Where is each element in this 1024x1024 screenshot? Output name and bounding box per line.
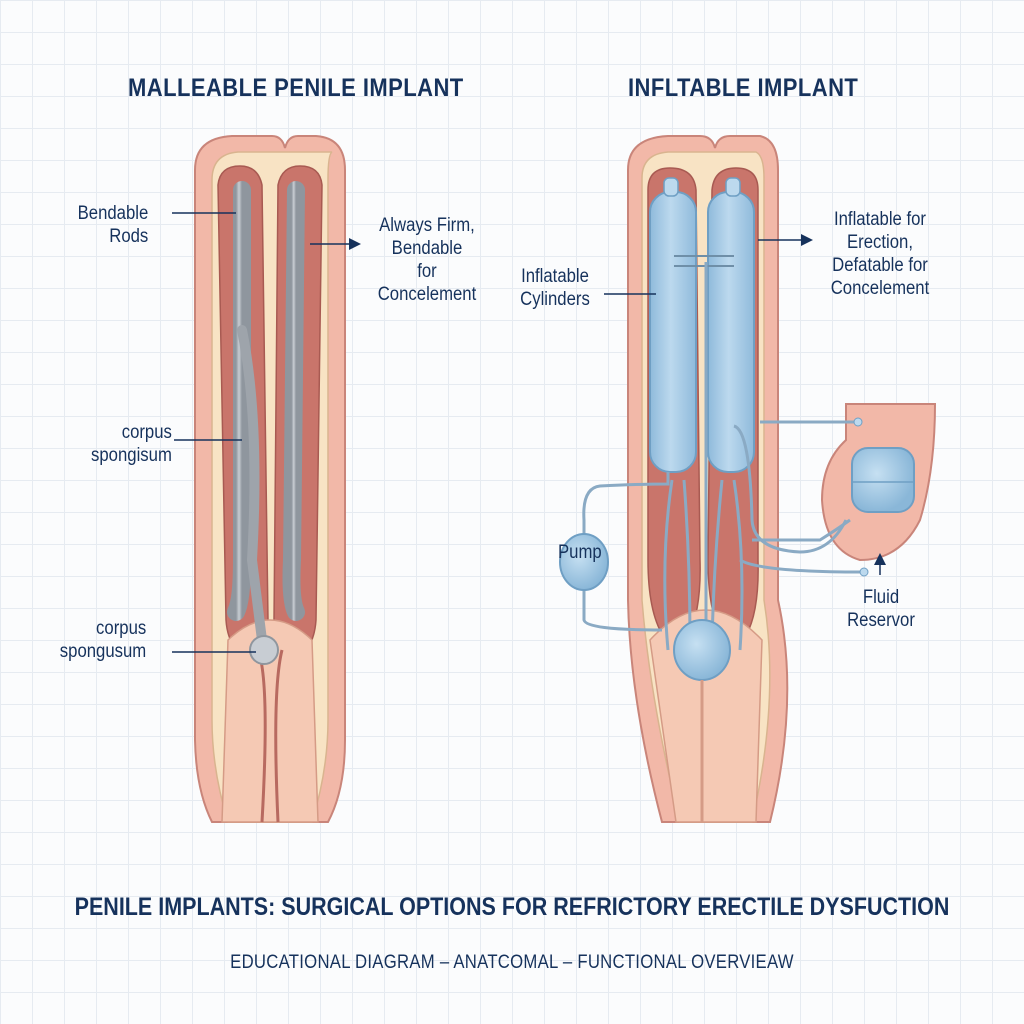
left-rod-right [282,181,305,621]
right-cylinder-right [707,191,755,473]
label-corpus-spongusum: corpus spongusum [59,618,146,662]
label-bendable-rods: Bendable Rods [77,203,148,247]
left-rod-left [227,181,251,621]
left-lower-tissue [221,619,319,823]
diagram-title: PENILE IMPLANTS: SURGICAL OPTIONS FOR RE… [74,893,950,921]
inflatable-implant-title: INFLTABLE IMPLANT [628,74,859,102]
label-inflatable-cylinders: Inflatable Cylinders [520,266,590,310]
label-fluid-reservoir: Fluid Reservor [847,587,915,631]
diagram-subtitle: EDUCATIONAL DIAGRAM – ANATCOMAL – FUNCTI… [230,952,794,973]
inflatable-implant-illustration [559,135,937,823]
label-pump: Pump [558,542,602,563]
malleable-implant-title: MALLEABLE PENILE IMPLANT [128,74,464,102]
right-cylinder-left [649,191,697,473]
label-corpus-spongisum: corpus spongisum [91,422,172,466]
left-rod-bulb [249,635,279,665]
label-inflatable-for-erection: Inflatable for Erection, Defatable for C… [830,209,930,299]
pump-bulb [559,533,609,591]
valve-bulb [673,619,731,681]
malleable-implant-illustration [172,135,361,823]
fluid-reservoir [851,447,915,513]
label-always-firm: Always Firm, Bendable for Concelement [377,215,477,305]
